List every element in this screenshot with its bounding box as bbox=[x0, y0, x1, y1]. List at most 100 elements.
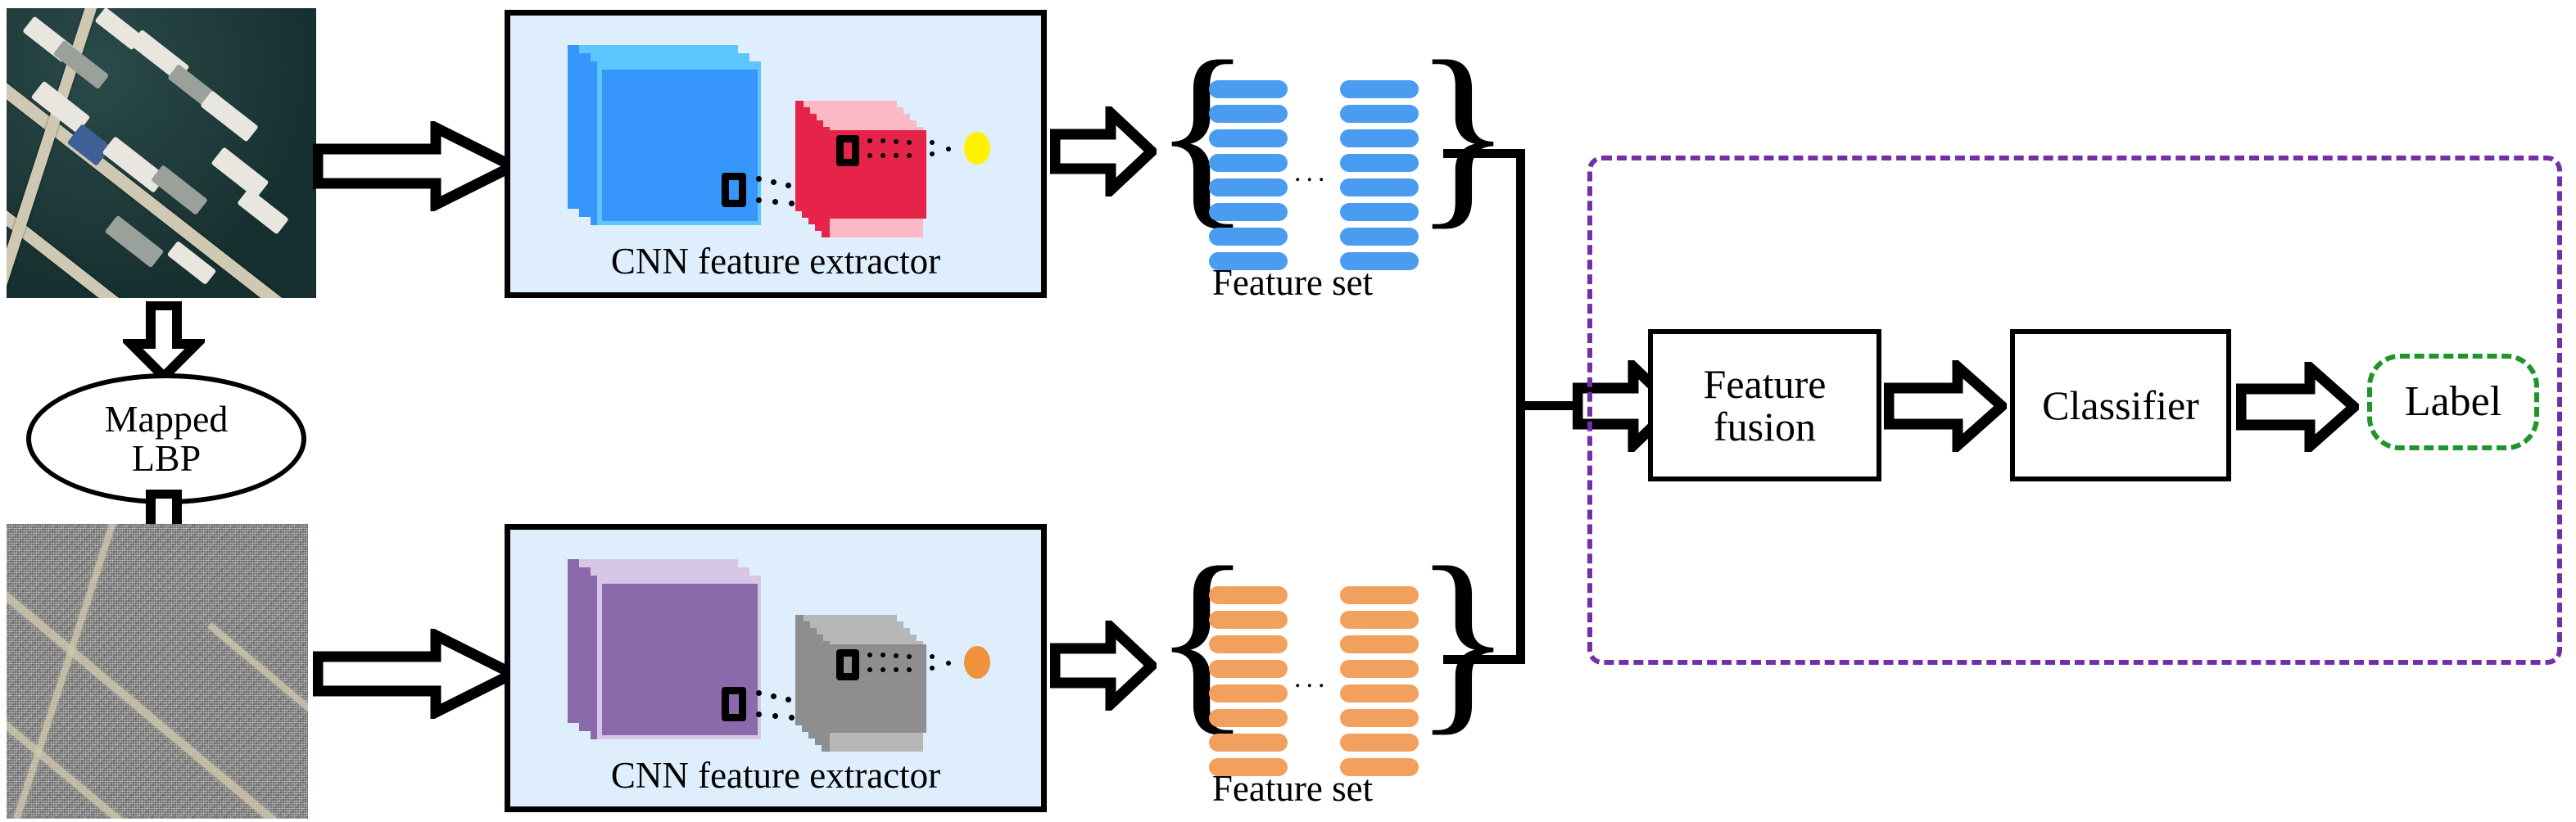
feature-bar bbox=[1340, 660, 1419, 678]
feature-bar bbox=[1209, 105, 1288, 123]
conv-layer-gray bbox=[822, 641, 830, 752]
connection-dot bbox=[907, 153, 912, 158]
feature-bar bbox=[1209, 684, 1288, 702]
feature-bar bbox=[1209, 635, 1288, 653]
feature-set-bottom-caption: Feature set bbox=[1211, 768, 1374, 809]
feature-bar bbox=[1209, 228, 1288, 246]
conv-layer-purple bbox=[579, 567, 591, 731]
connection-dot bbox=[867, 138, 872, 143]
kernel-window-icon bbox=[722, 687, 746, 721]
mapped-lbp-node: Mapped LBP bbox=[26, 373, 306, 504]
connection-dot bbox=[894, 653, 899, 658]
block-arrow-right-icon bbox=[1050, 106, 1157, 196]
conv-layer-gray bbox=[808, 628, 817, 738]
connection-dot bbox=[894, 139, 899, 144]
connector-line-bottom bbox=[1443, 655, 1525, 664]
conv-layer-red-front bbox=[830, 130, 926, 219]
feature-bar bbox=[1209, 611, 1288, 629]
conv-layer-gray bbox=[815, 635, 823, 745]
connection-dot bbox=[785, 697, 791, 702]
output-node-orange bbox=[964, 646, 990, 679]
connection-dot bbox=[881, 667, 885, 672]
feature-bar bbox=[1209, 660, 1288, 678]
connection-dot bbox=[907, 667, 912, 672]
cnn-feature-extractor-bottom: CNN feature extractor bbox=[505, 524, 1047, 812]
feature-bar bbox=[1209, 586, 1288, 604]
conv-layer-gray bbox=[802, 621, 810, 732]
block-arrow-right-icon bbox=[313, 629, 518, 719]
classifier-label: Classifier bbox=[2042, 382, 2199, 428]
feature-ellipsis: ... bbox=[1294, 663, 1330, 693]
connection-dot bbox=[789, 201, 795, 206]
block-arrow-right-icon bbox=[2236, 362, 2359, 452]
feature-bar bbox=[1340, 586, 1419, 604]
kernel-window-icon bbox=[836, 135, 859, 166]
connector-line-to-fusion bbox=[1516, 401, 1582, 410]
conv-layer-red bbox=[815, 120, 823, 231]
feature-bar bbox=[1340, 228, 1419, 246]
feature-set-top: { } ... bbox=[1153, 25, 1512, 303]
connection-dot bbox=[894, 153, 899, 158]
feature-bar bbox=[1340, 684, 1419, 702]
conv-layer-gray-front bbox=[830, 644, 926, 733]
connection-dot bbox=[772, 713, 778, 719]
right-brace-icon: } bbox=[1414, 526, 1512, 752]
block-arrow-right-icon bbox=[1050, 621, 1157, 711]
conv-layer-gray bbox=[795, 615, 804, 725]
connection-dot bbox=[756, 711, 762, 717]
connection-dot bbox=[907, 654, 912, 659]
conv-layer-blue bbox=[568, 45, 579, 209]
block-arrow-down-icon bbox=[123, 301, 205, 382]
connection-dot bbox=[894, 667, 899, 672]
lbp-texture-image bbox=[7, 524, 308, 819]
feature-bar bbox=[1340, 635, 1419, 653]
feature-bar bbox=[1340, 758, 1419, 776]
conv-layer-purple bbox=[568, 559, 579, 723]
connection-dot bbox=[907, 140, 912, 145]
feature-bar bbox=[1209, 80, 1288, 98]
feature-bar bbox=[1340, 129, 1419, 147]
classifier-box: Classifier bbox=[2010, 329, 2231, 481]
block-arrow-right-icon bbox=[1884, 360, 2007, 452]
connection-dot bbox=[756, 197, 762, 203]
input-aerial-image bbox=[7, 8, 316, 298]
feature-bar bbox=[1209, 734, 1288, 752]
conv-layer-red bbox=[802, 107, 810, 218]
feature-bar bbox=[1340, 709, 1419, 727]
feature-bar bbox=[1209, 709, 1288, 727]
connection-dot bbox=[771, 179, 776, 185]
feature-set-bottom: { } ... bbox=[1153, 531, 1512, 809]
feature-bar bbox=[1340, 252, 1419, 270]
connection-dot bbox=[930, 654, 935, 659]
block-arrow-right-icon bbox=[313, 121, 518, 211]
feature-fusion-box: Feature fusion bbox=[1648, 329, 1881, 481]
kernel-window-icon bbox=[722, 173, 746, 207]
connection-dot bbox=[881, 653, 885, 657]
connection-dot bbox=[881, 138, 885, 143]
feature-bar bbox=[1340, 203, 1419, 221]
connector-line-top bbox=[1443, 149, 1525, 158]
connection-dot bbox=[930, 666, 935, 671]
feature-bar bbox=[1209, 154, 1288, 172]
feature-bar bbox=[1340, 611, 1419, 629]
conv-layer-red bbox=[795, 101, 804, 211]
feature-bar bbox=[1340, 178, 1419, 196]
feature-bar bbox=[1340, 734, 1419, 752]
label-output: Label bbox=[2367, 354, 2539, 450]
cnn-caption-bottom: CNN feature extractor bbox=[610, 754, 941, 796]
connection-dot bbox=[756, 176, 762, 182]
conv-layer-red bbox=[808, 114, 817, 224]
output-node-yellow bbox=[964, 132, 990, 165]
connection-dot bbox=[946, 661, 951, 666]
connection-dot bbox=[867, 653, 872, 657]
mapped-lbp-label: Mapped LBP bbox=[104, 397, 229, 479]
connection-dot bbox=[867, 667, 872, 672]
conv-layer-red bbox=[822, 127, 830, 237]
connection-dot bbox=[881, 153, 885, 158]
connection-dot bbox=[930, 151, 935, 156]
connection-dot bbox=[946, 147, 951, 151]
connection-dot bbox=[785, 183, 791, 188]
feature-set-top-caption: Feature set bbox=[1211, 262, 1374, 303]
connection-dot bbox=[930, 140, 935, 145]
connection-dot bbox=[867, 153, 872, 158]
